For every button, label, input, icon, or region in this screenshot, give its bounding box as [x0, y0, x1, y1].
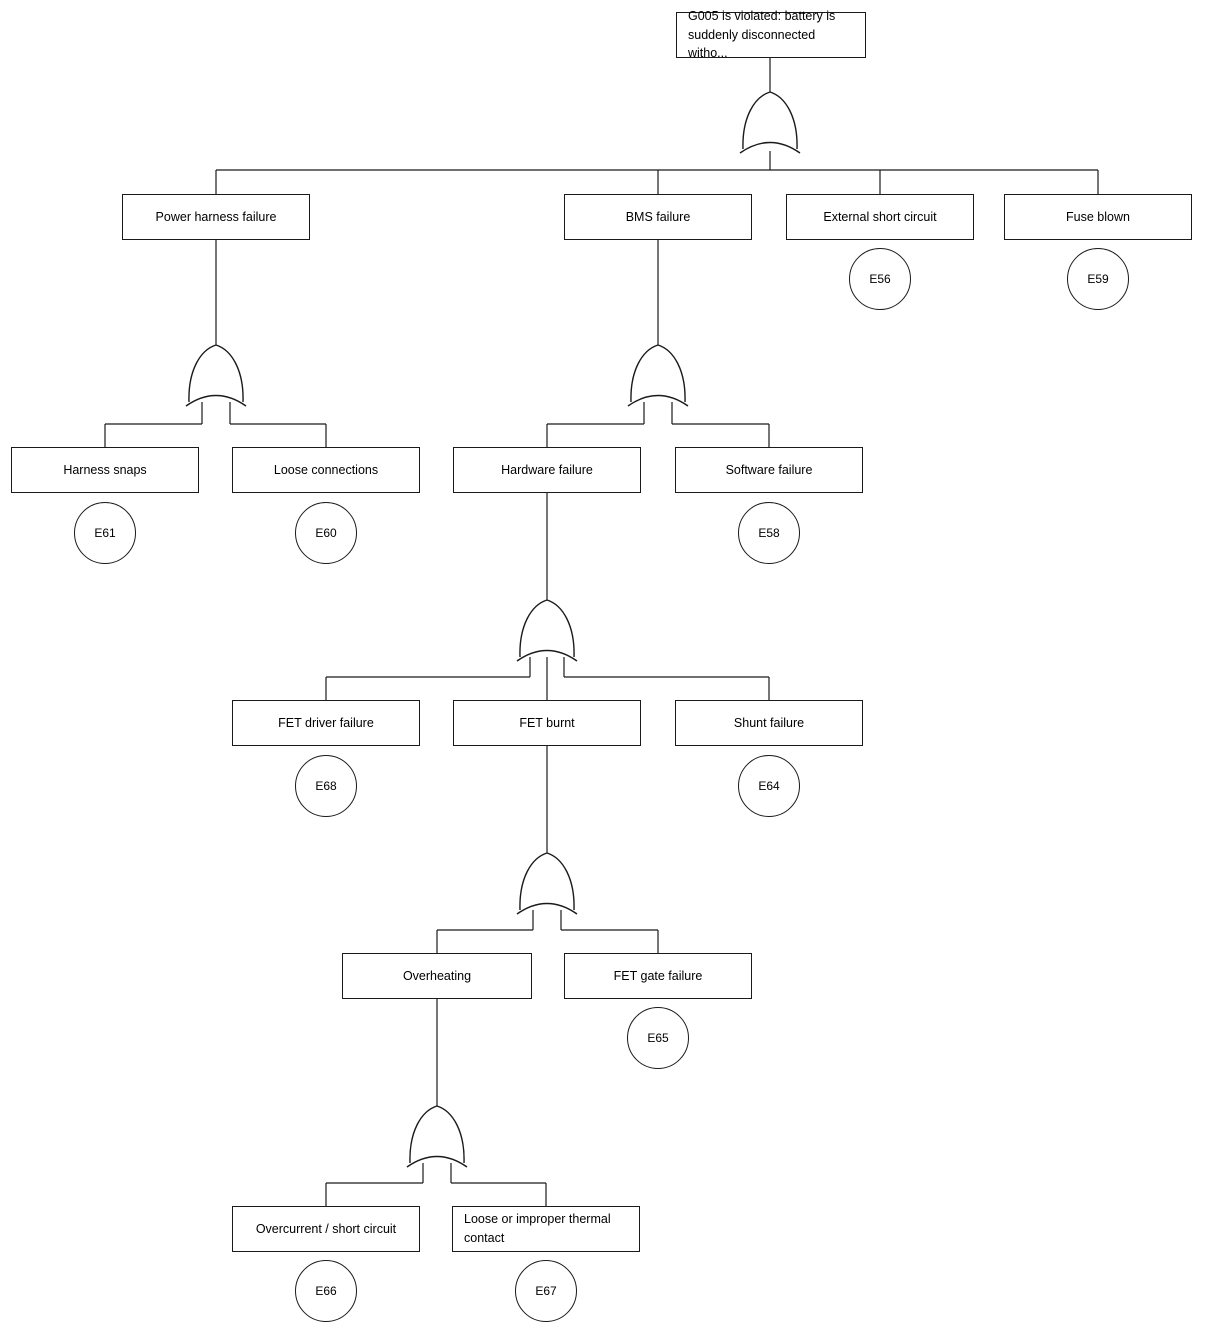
basic-event-id: E61	[94, 526, 116, 540]
event-label: Overcurrent / short circuit	[255, 1221, 397, 1236]
basic-event-circle-e60[interactable]: E60	[295, 502, 357, 564]
event-box-power-harness-failure[interactable]: Power harness failure	[122, 194, 310, 240]
basic-event-id: E60	[315, 526, 337, 540]
basic-event-id: E66	[315, 1284, 337, 1298]
basic-event-circle-e59[interactable]: E59	[1067, 248, 1129, 310]
basic-event-id: E58	[758, 526, 780, 540]
event-label: BMS failure	[625, 209, 691, 224]
basic-event-id: E64	[758, 779, 780, 793]
basic-event-circle-e58[interactable]: E58	[738, 502, 800, 564]
event-label: Harness snaps	[63, 462, 147, 477]
event-box-fet-burnt[interactable]: FET burnt	[453, 700, 641, 746]
basic-event-id: E56	[869, 272, 891, 286]
or-gate[interactable]	[627, 344, 689, 407]
event-label: Loose or improper thermal contact	[464, 1212, 611, 1245]
basic-event-circle-e67[interactable]: E67	[515, 1260, 577, 1322]
event-box-overheating[interactable]: Overheating	[342, 953, 532, 999]
event-box-fuse-blown[interactable]: Fuse blown	[1004, 194, 1192, 240]
event-box-loose-thermal-contact[interactable]: Loose or improper thermal contact	[452, 1206, 640, 1252]
basic-event-circle-e56[interactable]: E56	[849, 248, 911, 310]
event-label: Software failure	[725, 462, 813, 477]
event-label: FET burnt	[519, 715, 575, 730]
event-label: FET gate failure	[613, 968, 703, 983]
basic-event-circle-e66[interactable]: E66	[295, 1260, 357, 1322]
or-gate[interactable]	[406, 1105, 468, 1168]
event-label: G005 is violated: battery is suddenly di…	[688, 8, 836, 61]
basic-event-id: E68	[315, 779, 337, 793]
event-label: Loose connections	[273, 462, 379, 477]
event-label: Overheating	[402, 968, 472, 983]
or-gate[interactable]	[516, 852, 578, 915]
event-box-harness-snaps[interactable]: Harness snaps	[11, 447, 199, 493]
event-box-top-event[interactable]: G005 is violated: battery is suddenly di…	[676, 9, 866, 60]
event-label: External short circuit	[823, 209, 937, 224]
event-box-software-failure[interactable]: Software failure	[675, 447, 863, 493]
basic-event-circle-e61[interactable]: E61	[74, 502, 136, 564]
basic-event-id: E59	[1087, 272, 1109, 286]
basic-event-circle-e68[interactable]: E68	[295, 755, 357, 817]
basic-event-circle-e65[interactable]: E65	[627, 1007, 689, 1069]
event-label: FET driver failure	[278, 715, 374, 730]
basic-event-id: E67	[535, 1284, 557, 1298]
event-box-fet-driver-failure[interactable]: FET driver failure	[232, 700, 420, 746]
event-box-fet-gate-failure[interactable]: FET gate failure	[564, 953, 752, 999]
event-box-external-short-circuit[interactable]: External short circuit	[786, 194, 974, 240]
or-gate[interactable]	[739, 91, 801, 154]
or-gate[interactable]	[516, 599, 578, 662]
event-box-loose-connections[interactable]: Loose connections	[232, 447, 420, 493]
event-label: Fuse blown	[1066, 209, 1130, 224]
basic-event-id: E65	[647, 1031, 669, 1045]
event-label: Shunt failure	[733, 715, 805, 730]
event-label: Hardware failure	[501, 462, 593, 477]
event-box-bms-failure[interactable]: BMS failure	[564, 194, 752, 240]
event-label: Power harness failure	[155, 209, 277, 224]
connectors	[104, 58, 1099, 1206]
or-gate[interactable]	[185, 344, 247, 407]
basic-event-circle-e64[interactable]: E64	[738, 755, 800, 817]
event-box-overcurrent-short-circuit[interactable]: Overcurrent / short circuit	[232, 1206, 420, 1252]
gate-layer	[185, 91, 801, 1168]
event-box-shunt-failure[interactable]: Shunt failure	[675, 700, 863, 746]
event-box-hardware-failure[interactable]: Hardware failure	[453, 447, 641, 493]
